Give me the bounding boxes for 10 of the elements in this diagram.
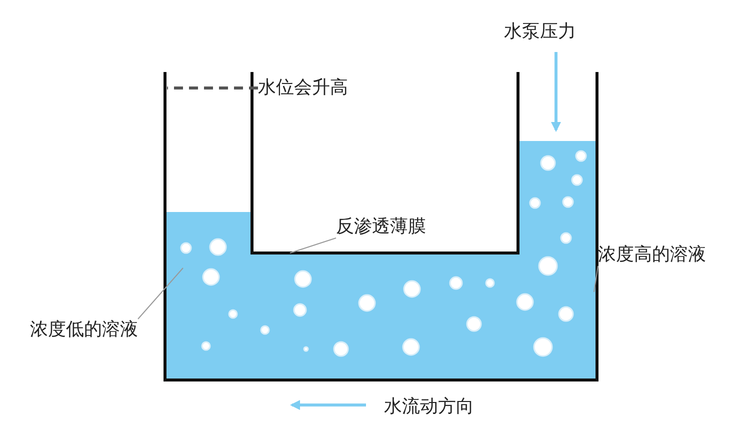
leader-line: [167, 86, 258, 90]
part-label: 浓度低的溶液: [30, 319, 138, 341]
annotation-text: 水泵压力: [504, 21, 576, 43]
leader-line: [594, 266, 598, 292]
part-label: 反渗透薄膜: [336, 216, 426, 238]
annotation-text: 水流动方向: [384, 396, 474, 418]
part-label: 浓度高的溶液: [598, 244, 706, 266]
leader-line: [138, 268, 184, 320]
part-label: 水位会升高: [258, 77, 348, 99]
leader-line: [290, 238, 336, 254]
